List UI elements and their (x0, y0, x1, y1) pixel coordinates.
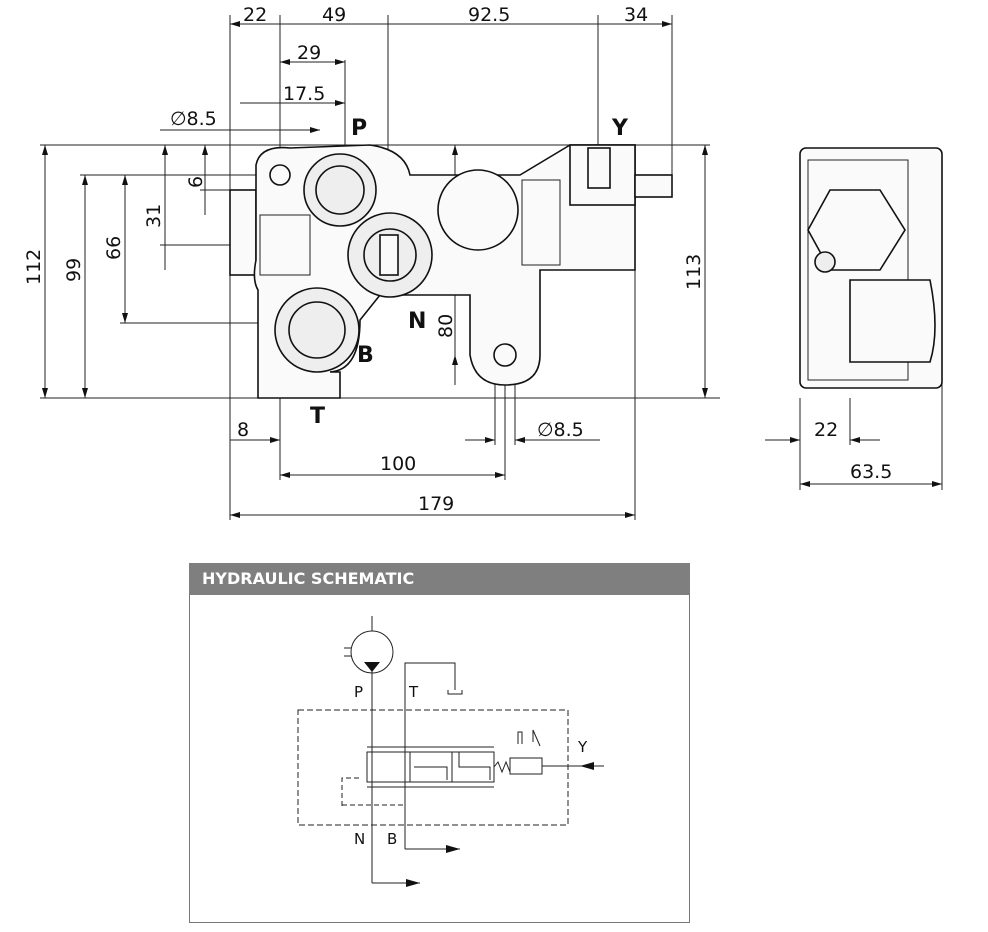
port-label-p: P (351, 116, 367, 141)
schematic-label-b: B (387, 830, 397, 848)
dimension-labels: 22 49 92.5 34 29 17.5 ∅8.5 6 31 66 99 11… (23, 4, 892, 515)
port-label-b: B (357, 343, 374, 368)
schematic-title: HYDRAULIC SCHEMATIC (202, 569, 415, 588)
hex-plug (229, 189, 257, 276)
dim-66: 66 (103, 236, 125, 260)
schematic-label-p: P (354, 683, 363, 701)
dim-112: 112 (23, 249, 45, 285)
valve-boundary (297, 709, 569, 826)
schematic-label-t: T (408, 683, 419, 701)
valve-front-view (229, 144, 673, 399)
dim-49: 49 (322, 4, 346, 26)
dim-8: 8 (237, 419, 249, 441)
dim-22: 22 (243, 4, 267, 26)
dim-17-5: 17.5 (283, 83, 325, 105)
port-n (437, 169, 519, 251)
dim-92-5: 92.5 (468, 4, 510, 26)
dimension-lines (42, 21, 942, 518)
y-fitting (634, 174, 673, 198)
pump-arrow-icon (364, 662, 380, 672)
dim-113: 113 (683, 254, 705, 290)
dim-29: 29 (297, 42, 321, 64)
schematic-label-n: N (354, 830, 365, 848)
schematic-header: HYDRAULIC SCHEMATIC (189, 563, 690, 595)
dim-80: 80 (435, 314, 457, 338)
dim-dia-top: ∅8.5 (170, 108, 217, 130)
dim-31: 31 (143, 204, 165, 228)
port-label-t: T (310, 404, 325, 429)
valve-side-view (799, 147, 943, 389)
side-dim-63-5: 63.5 (850, 461, 892, 483)
side-dim-22: 22 (814, 419, 838, 441)
port-label-y: Y (611, 116, 629, 141)
tank-symbol (447, 690, 463, 695)
port-label-n: N (408, 309, 426, 334)
dim-6: 6 (185, 176, 207, 188)
dim-34: 34 (624, 4, 648, 26)
dim-100: 100 (380, 453, 416, 475)
mounting-hole (493, 343, 517, 367)
dim-99: 99 (63, 258, 85, 282)
dim-179: 179 (418, 493, 454, 515)
schematic-label-y: Y (577, 738, 588, 756)
schematic-labels: P T Y N B (354, 683, 588, 848)
dim-dia-bottom: ∅8.5 (537, 419, 584, 441)
